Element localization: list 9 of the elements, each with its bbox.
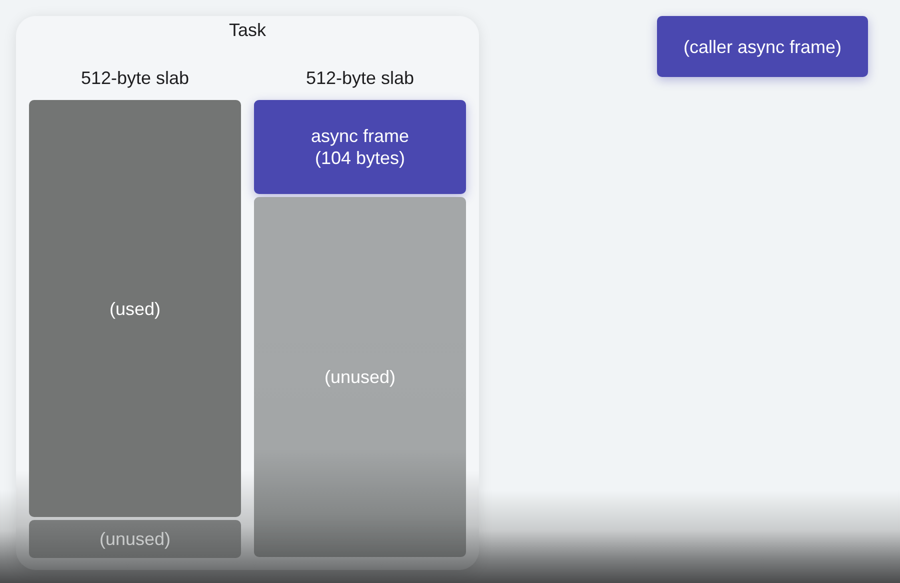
slab-heading: 512-byte slab — [80, 68, 190, 89]
task-panel — [16, 16, 479, 570]
used-memory-block: (used) — [29, 100, 241, 517]
unused-memory-block: (unused) — [29, 520, 241, 558]
async-frame-block: async frame (104 bytes) — [254, 100, 466, 194]
async-frame-block: (caller async frame) — [657, 16, 868, 77]
slab-heading: 512-byte slab — [306, 68, 414, 89]
unused-memory-block: (unused) — [254, 197, 466, 557]
panel-title: Task — [229, 20, 266, 41]
